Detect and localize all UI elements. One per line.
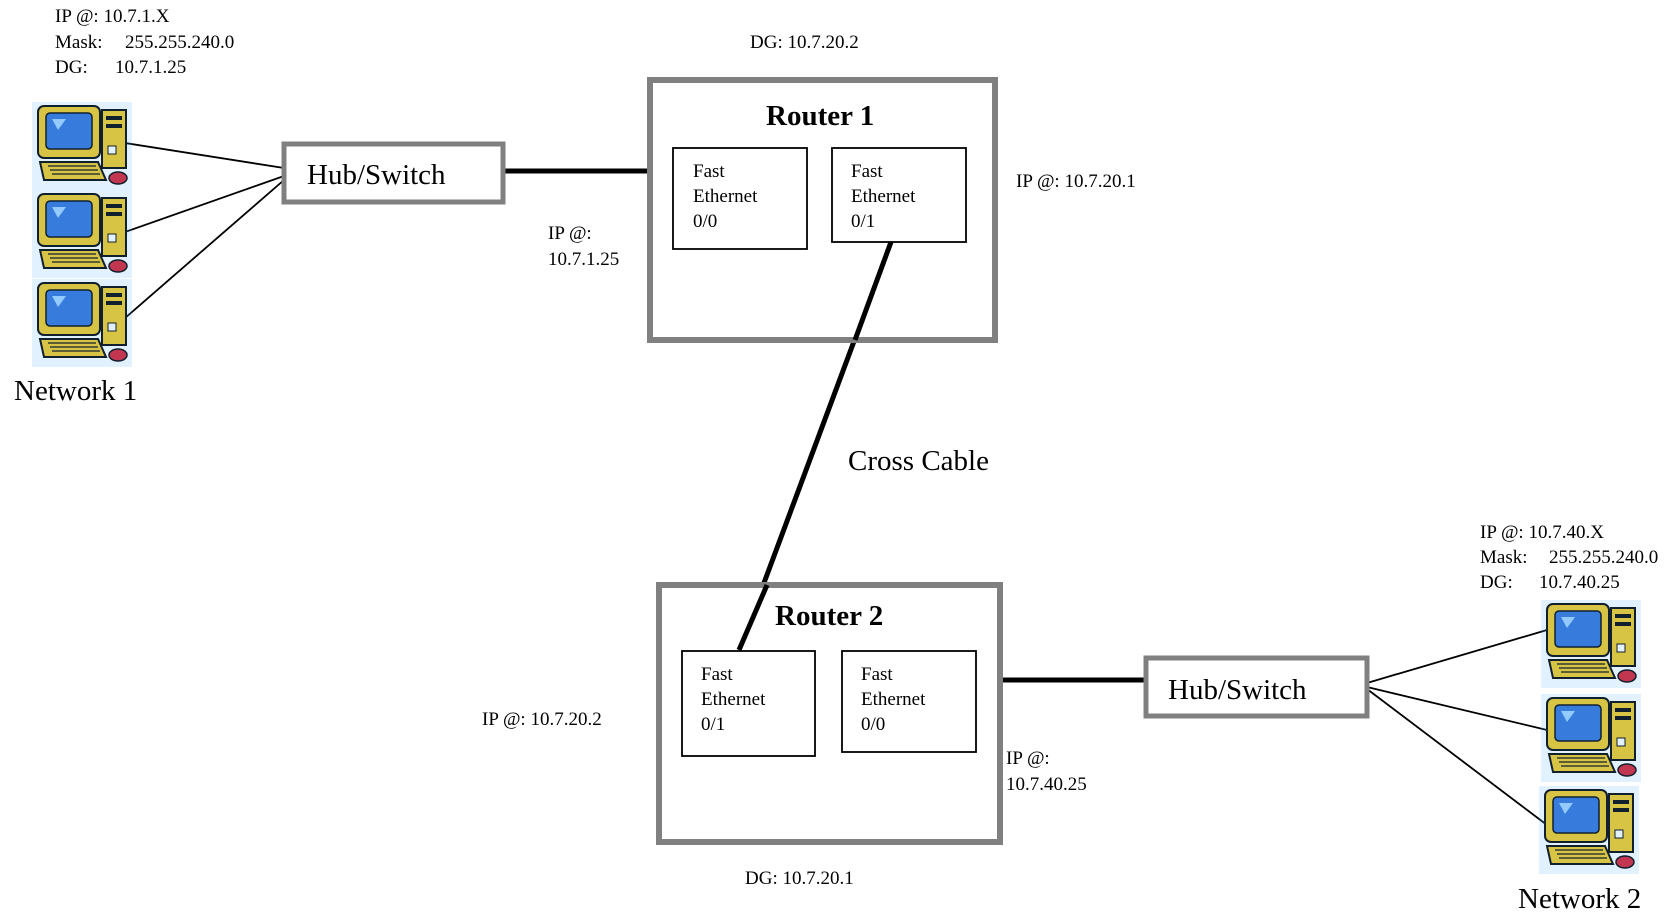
network1-mask-label: Mask: <box>55 32 103 53</box>
desktop-computer-icon[interactable] <box>31 278 133 368</box>
network2-mask-label: Mask: <box>1480 547 1528 568</box>
router1-ip-right: IP @: 10.7.20.1 <box>1016 171 1136 192</box>
router2-port-fa00[interactable] <box>841 650 977 753</box>
router2-title: Router 2 <box>775 600 884 632</box>
router2-port-fa00-line3: 0/0 <box>861 714 886 735</box>
router2-port-fa00-line2: Ethernet <box>861 689 926 710</box>
router1-ip-left-line1: IP @: <box>548 223 592 244</box>
cross-cable-label: Cross Cable <box>848 445 989 477</box>
network2-label: Network 2 <box>1518 883 1642 915</box>
router1-title: Router 1 <box>766 100 875 132</box>
desktop-computer-icon[interactable] <box>31 101 133 191</box>
hub1-label: Hub/Switch <box>307 159 446 191</box>
network2-ip: IP @: 10.7.40.X <box>1480 522 1604 543</box>
desktop-computer-icon[interactable] <box>1540 693 1642 783</box>
router2-port-fa01-line3: 0/1 <box>701 714 726 735</box>
desktop-computer-icon[interactable] <box>31 189 133 279</box>
router2-port-fa00-line1: Fast <box>861 664 893 685</box>
network2-dg-label: DG: <box>1480 572 1513 593</box>
network1-label: Network 1 <box>14 375 138 407</box>
router1-dg: DG: 10.7.20.2 <box>750 32 859 53</box>
router2-port-fa01-line1: Fast <box>701 664 733 685</box>
router1-ip-left-line2: 10.7.1.25 <box>548 249 620 270</box>
network1-dg: 10.7.1.25 <box>115 57 187 78</box>
router2-port-fa01[interactable] <box>681 650 816 757</box>
network2-dg: 10.7.40.25 <box>1539 572 1620 593</box>
hub2-pc6-link <box>1366 688 1548 826</box>
router1-port-fa00-line1: Fast <box>693 161 725 182</box>
router1-port-fa00-line2: Ethernet <box>693 186 758 207</box>
router2-port-fa01-line2: Ethernet <box>701 689 766 710</box>
hub2-pc4-link <box>1366 629 1548 684</box>
cross-cable-line-top <box>852 241 894 341</box>
router1-port-fa01-line2: Ethernet <box>851 186 916 207</box>
router2-ip-right-line1: IP @: <box>1006 748 1050 769</box>
desktop-computer-icon[interactable] <box>1538 785 1640 875</box>
router1-port-fa00-line3: 0/0 <box>693 211 718 232</box>
network2-mask: 255.255.240.0 <box>1549 547 1659 568</box>
network1-dg-label: DG: <box>55 57 88 78</box>
hub2-pc5-link <box>1366 686 1548 731</box>
hub2-box[interactable] <box>1143 655 1370 719</box>
pc3-hub1-link <box>124 179 285 319</box>
network1-mask: 255.255.240.0 <box>125 32 235 53</box>
router2-ip-right-line2: 10.7.40.25 <box>1006 774 1087 795</box>
router2-ip-left: IP @: 10.7.20.2 <box>482 709 602 730</box>
pc2-hub1-link <box>124 175 285 233</box>
desktop-computer-icon[interactable] <box>1540 599 1642 689</box>
router2-dg: DG: 10.7.20.1 <box>745 868 854 889</box>
router1-port-fa01-line1: Fast <box>851 161 883 182</box>
router1-port-fa01-line3: 0/1 <box>851 211 876 232</box>
cross-cable-line-bottom <box>736 584 770 651</box>
router1-port-fa01[interactable] <box>831 147 967 243</box>
router1-port-fa00[interactable] <box>672 147 808 250</box>
pc1-hub1-link <box>124 142 285 169</box>
hub2-label: Hub/Switch <box>1168 674 1307 706</box>
network1-ip: IP @: 10.7.1.X <box>55 6 170 27</box>
hub1-box[interactable] <box>281 141 506 205</box>
